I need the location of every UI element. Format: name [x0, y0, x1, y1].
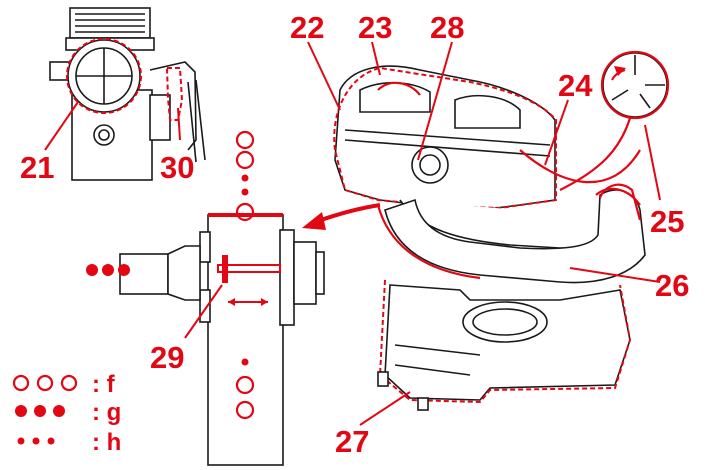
- legend: : f : g : h: [12, 371, 121, 456]
- section-callout-arrow: [314, 203, 381, 224]
- legend-f-circle: [235, 130, 255, 150]
- legend-h-dot: [241, 174, 249, 182]
- legend-f-label: : f: [92, 371, 116, 398]
- legend-f-circle: [235, 202, 255, 222]
- legend-f-circle: [36, 374, 54, 392]
- label-28: 28: [430, 10, 464, 45]
- label-24: 24: [558, 68, 593, 103]
- cross-section-view: [86, 130, 325, 466]
- legend-g-dot: [102, 264, 114, 276]
- legend-g-dot: [86, 264, 98, 276]
- legend-g-dot: [118, 264, 130, 276]
- label-25: 25: [650, 204, 684, 239]
- legend-h-dot: [47, 437, 55, 445]
- label-21: 21: [20, 150, 54, 185]
- leader-lines: [44, 41, 661, 426]
- label-27: 27: [335, 424, 369, 459]
- legend-g-dot: [53, 405, 65, 417]
- legend-h-dot: [241, 188, 249, 196]
- detail-inset-25: [559, 50, 670, 191]
- part-23-highlight: [377, 81, 421, 96]
- legend-g-label: : g: [92, 399, 121, 426]
- part-22-highlight: [333, 66, 557, 210]
- intake-assembly: [333, 65, 646, 411]
- legend-g-dot: [15, 405, 27, 417]
- legend-h-dot: [241, 358, 249, 366]
- legend-f-circle: [12, 374, 30, 392]
- legend-h-label: : h: [92, 429, 121, 456]
- throttle-body-inset: [49, 7, 206, 181]
- part-27-highlight: [378, 279, 632, 404]
- legend-h-dot: [17, 437, 25, 445]
- part-21-highlight: [66, 38, 142, 114]
- label-30: 30: [160, 150, 194, 185]
- part-24-highlight: [519, 149, 641, 184]
- legend-g-dot: [34, 405, 46, 417]
- legend-f-circle: [235, 400, 255, 420]
- label-22: 22: [290, 10, 324, 45]
- label-23: 23: [358, 10, 392, 45]
- legend-f-circle: [60, 374, 78, 392]
- label-26: 26: [655, 268, 689, 303]
- part-30-highlight: [165, 67, 184, 121]
- legend-h-dot: [32, 437, 40, 445]
- label-29: 29: [150, 340, 184, 375]
- legend-f-circle: [235, 150, 255, 170]
- legend-f-circle: [235, 375, 255, 395]
